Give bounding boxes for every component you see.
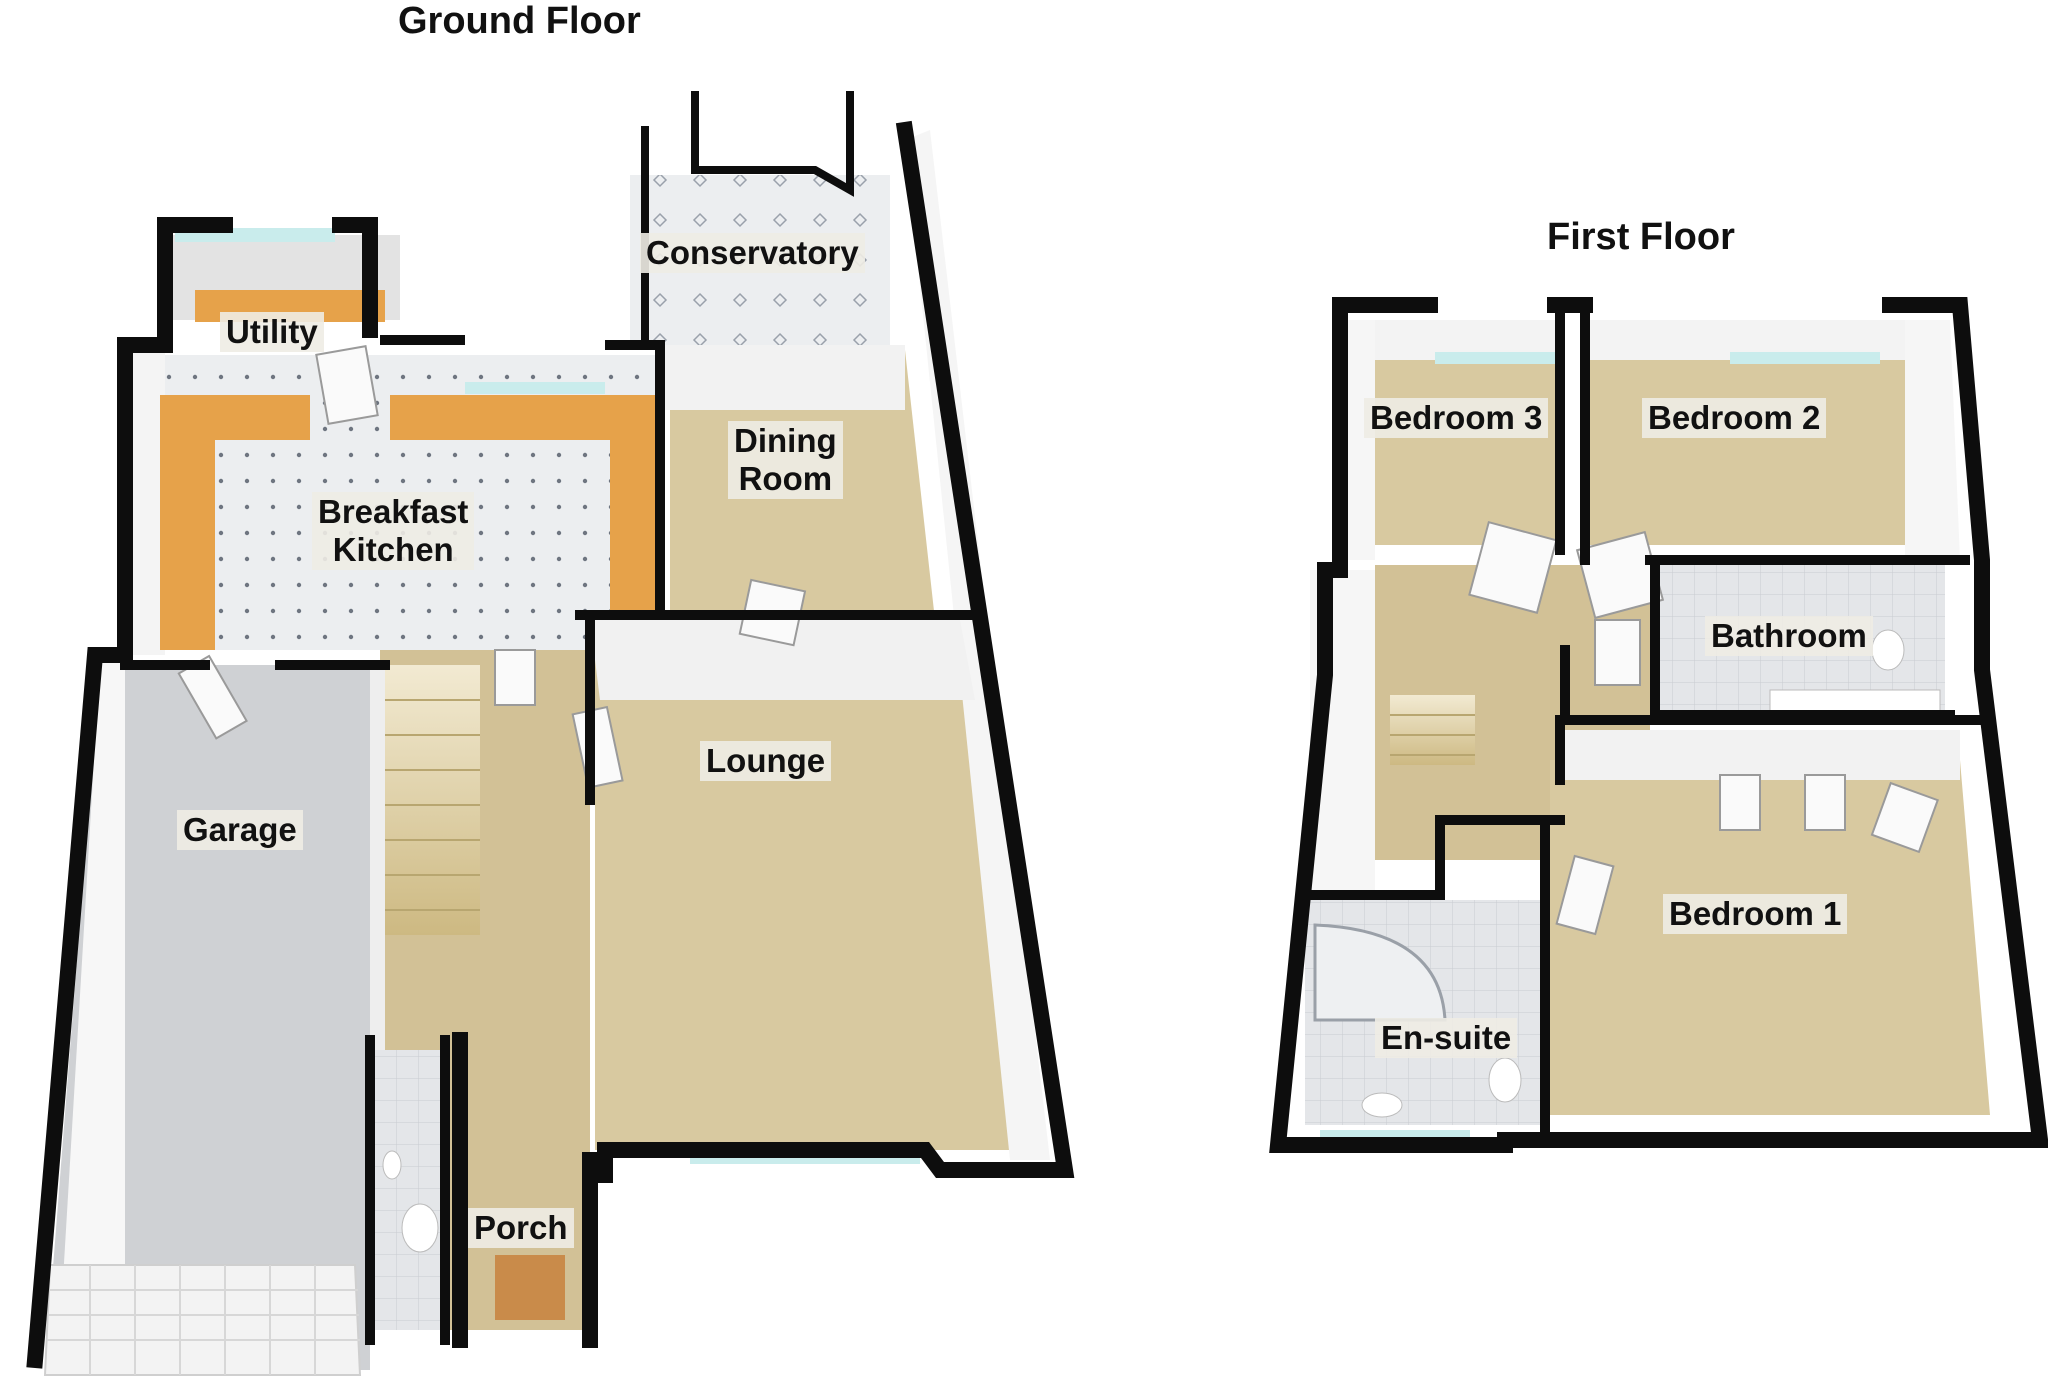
wall-face	[1585, 320, 1905, 360]
wall-face	[1365, 320, 1560, 360]
room-label-conservatory: Conservatory	[640, 233, 865, 273]
window	[1730, 352, 1880, 364]
wall-face	[60, 655, 125, 1330]
bedroom1-floor	[1550, 760, 1990, 1115]
kitchen-worktop	[390, 395, 655, 615]
interior-wall	[365, 1035, 450, 1345]
door	[1594, 619, 1641, 686]
outer-wall	[582, 120, 1075, 1183]
outer-wall	[157, 217, 378, 338]
first-floor-stairs	[1390, 695, 1475, 765]
wc-floor	[370, 1050, 445, 1330]
ensuite-sink	[1361, 1092, 1403, 1118]
ground-floor-plan	[26, 91, 1075, 1376]
bathroom-toilet	[1871, 629, 1905, 671]
room-label-porch: Porch	[468, 1208, 574, 1248]
porch-front-door	[495, 1255, 565, 1320]
room-label-utility: Utility	[220, 312, 324, 352]
door	[494, 649, 536, 706]
wall-face	[660, 345, 905, 410]
room-label-dining-room: Dining Room	[728, 421, 843, 499]
first-floor-title: First Floor	[1547, 216, 1735, 258]
bedroom2-floor	[1585, 360, 1905, 545]
wall-face	[125, 345, 165, 655]
wc-toilet	[401, 1203, 439, 1253]
window	[1320, 1130, 1470, 1140]
room-label-bedroom-2: Bedroom 2	[1642, 398, 1827, 438]
window	[1435, 352, 1555, 364]
room-label-en-suite: En-suite	[1375, 1018, 1518, 1058]
ensuite-shower	[1313, 923, 1447, 1022]
interior-wall	[380, 335, 665, 620]
wc-sink	[382, 1150, 402, 1180]
wall-face	[370, 665, 385, 1050]
room-label-garage: Garage	[177, 810, 303, 850]
door	[1719, 774, 1761, 831]
room-label-breakfast-kitchen: Breakfast Kitchen	[312, 492, 475, 570]
door	[1804, 774, 1846, 831]
door	[315, 345, 379, 425]
bath	[1769, 689, 1941, 713]
outer-wall	[26, 217, 173, 1369]
door	[1468, 520, 1558, 614]
interior-wall	[575, 610, 975, 805]
wall-face	[1905, 320, 1960, 560]
interior-wall	[1555, 300, 1590, 565]
room-label-bedroom-3: Bedroom 3	[1364, 398, 1549, 438]
garage-door	[43, 1264, 362, 1376]
kitchen-worktop	[160, 395, 310, 650]
bedroom3-floor	[1365, 360, 1560, 545]
room-label-bathroom: Bathroom	[1705, 616, 1873, 656]
window	[465, 382, 605, 394]
room-label-lounge: Lounge	[700, 741, 832, 781]
door	[1870, 781, 1940, 854]
wall-face	[1340, 320, 1375, 560]
door	[1555, 854, 1615, 936]
room-label-bedroom-1: Bedroom 1	[1663, 894, 1848, 934]
wall-face	[590, 620, 975, 700]
interior-wall	[1305, 815, 1565, 1145]
ground-stairs	[385, 665, 480, 935]
wall-face	[1560, 730, 1960, 780]
ground-floor-title: Ground Floor	[398, 0, 641, 42]
outer-wall	[452, 1032, 598, 1348]
ensuite-toilet	[1488, 1057, 1522, 1103]
interior-wall	[1555, 715, 1990, 785]
